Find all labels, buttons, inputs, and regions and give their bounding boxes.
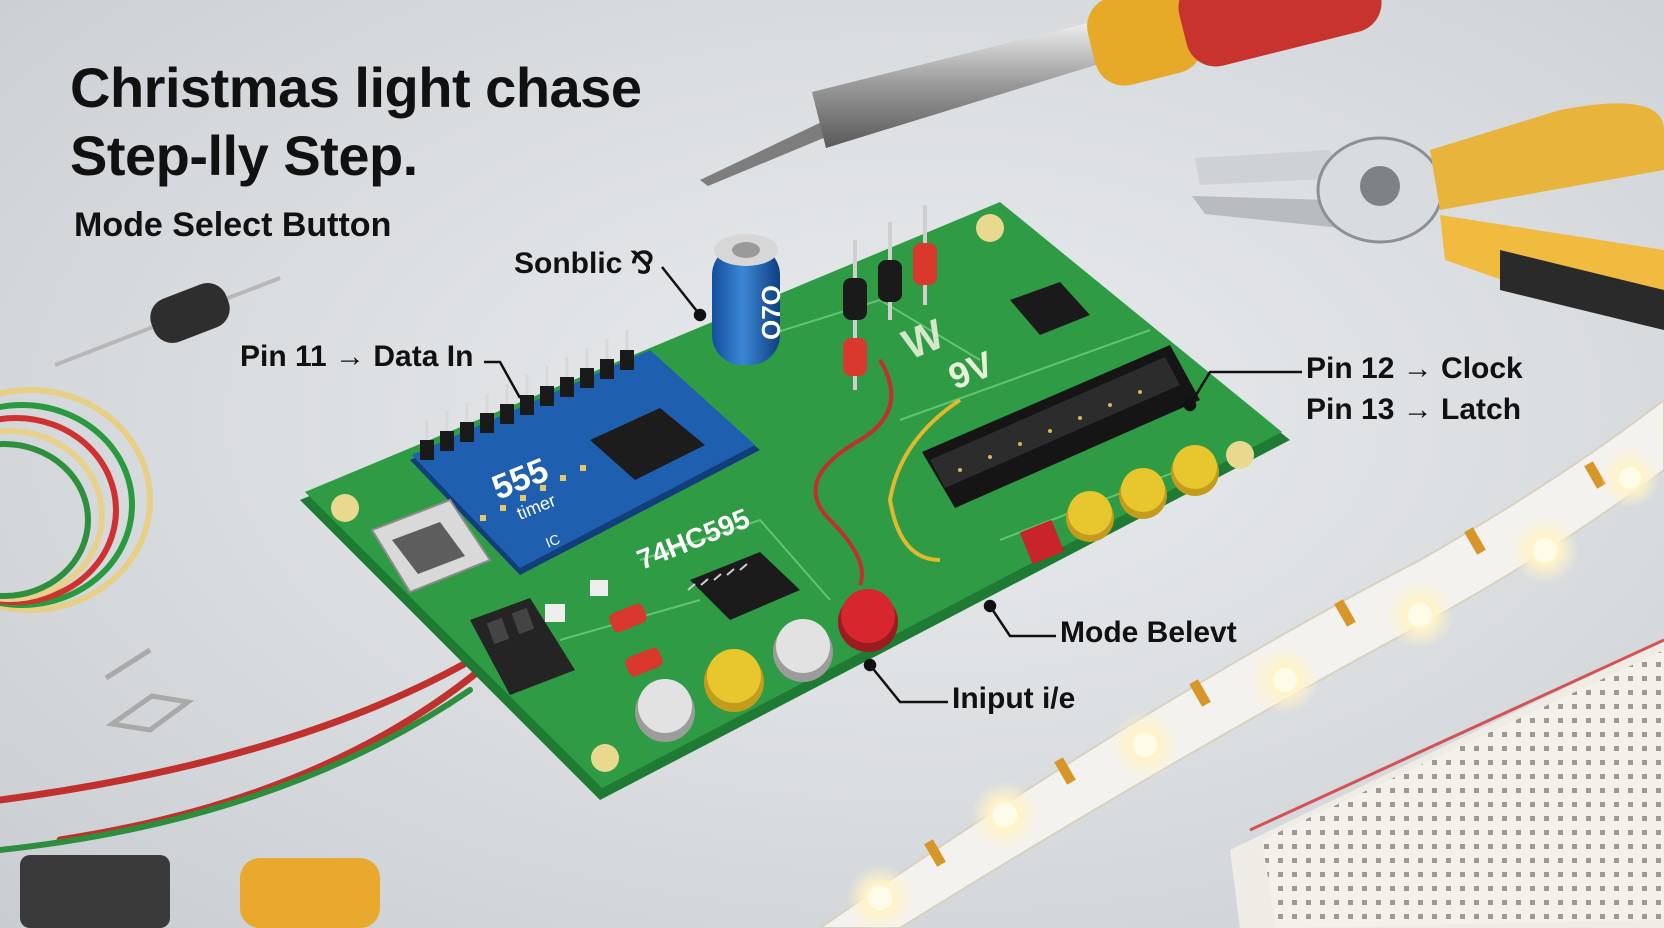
pliers-icon [1192,103,1664,330]
callout-input: Iniput i/e [952,682,1076,715]
callout-pin11: Pin 11 → Data In [240,340,474,373]
callout-mode: Mode Belevt [1060,616,1237,649]
breadboard-icon [1230,638,1664,928]
title-line-1: Christmas light chase [70,56,642,119]
capacitor-mark: O7O [756,285,786,340]
board-wires [813,358,962,586]
power-connector-icon [470,598,575,695]
callout-sonblic: Sonblic ⅋ [514,247,655,280]
timer-ic-label: IC [543,531,562,551]
timer-module: 555 timer IC [410,330,760,575]
loose-resistor-icon [54,276,281,367]
capacitor-icon: O7O [712,234,786,365]
smd-resistors-icon [545,580,663,677]
callout-pin13: Pin 13 → Latch [1306,393,1522,426]
jumper-wire-icon [104,647,195,733]
power-cable-icon [0,651,484,853]
pin-header-block [922,345,1200,508]
callout-pin12: Pin 12 → Clock [1306,352,1523,385]
page-title: Christmas light chase Step-lly Step. [70,54,642,190]
page-subtitle: Mode Select Button [74,206,392,244]
title-line-2: Step-lly Step. [70,124,418,187]
push-buttons [635,445,1219,742]
soldering-iron-icon [700,0,1382,186]
connector-plug-icon [20,855,380,928]
usb-port-icon [370,498,492,594]
wire-coil-icon [0,387,153,613]
small-ic-icon [1010,282,1090,335]
upright-diodes-icon [843,205,937,390]
